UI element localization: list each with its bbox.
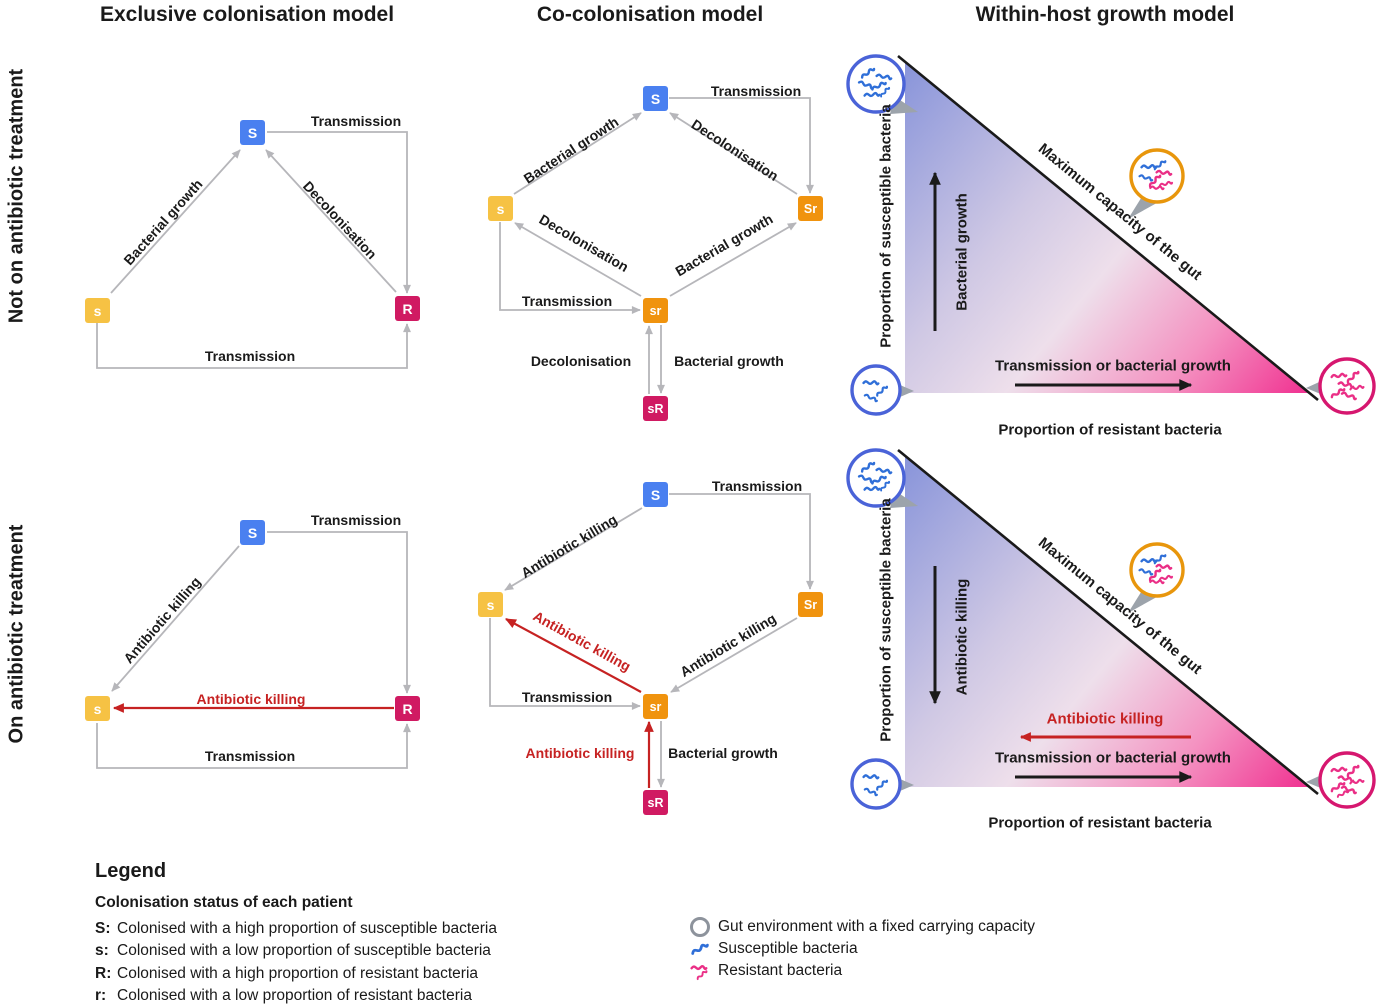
node-S-cocol-untreated: S — [643, 86, 668, 111]
gut-circle-susceptible-low-icon — [850, 758, 902, 810]
legend-item-s: s: Colonised with a low proportion of sus… — [95, 940, 497, 962]
edge-label-transmission: Transmission — [710, 83, 802, 99]
x-axis-label: Proportion of resistant bacteria — [988, 814, 1212, 832]
legend-item-S: S: Colonised with a high proportion of su… — [95, 918, 497, 940]
legend-text-r: Colonised with a low proportion of resis… — [117, 987, 472, 1005]
panel-cocolonisation-treated-arrows — [489, 493, 814, 788]
arrow-transmission-bottom — [96, 723, 411, 769]
node-S-cocol-treated: S — [643, 482, 668, 507]
edge-label-transmission: Transmission — [204, 348, 296, 364]
arrow-transmission-top — [267, 531, 411, 694]
arrow-bacterial-growth-left — [513, 112, 642, 195]
edge-label-transmission: Transmission — [711, 478, 803, 494]
legend-key-r: r: — [95, 987, 107, 1005]
node-sr-cocol-treated: sr — [643, 694, 668, 719]
node-s-cocol-treated: s — [478, 592, 503, 617]
edge-label-bacterial-growth: Bacterial growth — [668, 745, 778, 761]
panel-exclusive-treated-arrows — [96, 531, 411, 769]
arrow-decolonisation — [265, 149, 397, 293]
node-R-exclusive-untreated: R — [395, 296, 420, 321]
gut-circle-susceptible-high-icon — [846, 54, 906, 114]
arrow-antibiotic-killing-left — [504, 507, 643, 591]
susceptible-bacteria-icon — [690, 942, 710, 955]
edge-label-transmission: Transmission — [204, 748, 296, 764]
row-label-treated: On antibiotic treatment — [5, 524, 28, 744]
node-Sr-cocol-treated: Sr — [798, 592, 823, 617]
legend-sym-resistant: Resistant bacteria — [688, 960, 1035, 982]
arrow-transmission-top — [669, 493, 814, 590]
panel-withinhost-untreated — [846, 54, 1376, 416]
column-header-exclusive: Exclusive colonisation model — [99, 3, 395, 26]
y-axis-label: Proportion of susceptible bacteria — [877, 498, 895, 742]
node-R-exclusive-treated: R — [395, 696, 420, 721]
legend-sym-gut: Gut environment with a fixed carrying ca… — [688, 916, 1035, 938]
edge-label-bacterial-growth: Bacterial growth — [674, 353, 784, 369]
legend-symbols: Gut environment with a fixed carrying ca… — [688, 916, 1035, 982]
edge-label-transmission: Transmission — [521, 689, 613, 705]
max-capacity-line — [897, 54, 1319, 402]
node-S-exclusive-untreated: S — [240, 120, 265, 145]
legend-key-R: R: — [95, 964, 112, 982]
gut-environment-icon — [690, 917, 710, 937]
transmission-growth-label: Transmission or bacterial growth — [995, 357, 1231, 375]
legend-subtitle: Colonisation status of each patient — [95, 894, 353, 911]
legend-text-S: Colonised with a high proportion of susc… — [117, 920, 497, 937]
legend-key-s: s: — [95, 942, 109, 960]
panel-cocolonisation-untreated-arrows — [499, 97, 814, 394]
column-header-withinhost: Within-host growth model — [975, 3, 1235, 26]
node-Sr-cocol-untreated: Sr — [798, 196, 823, 221]
node-sR-cocol-untreated: sR — [643, 396, 668, 421]
legend-text-R: Colonised with a high proportion of resi… — [117, 964, 479, 982]
legend-item-r: r: Colonised with a low proportion of res… — [95, 985, 497, 1005]
legend-sym-susceptible-label: Susceptible bacteria — [718, 940, 858, 957]
resistant-bacteria-icon — [690, 961, 709, 981]
edge-label-antibiotic-killing-red: Antibiotic killing — [525, 745, 635, 761]
edge-label-transmission: Transmission — [310, 113, 402, 129]
legend-sym-resistant-label: Resistant bacteria — [718, 962, 843, 979]
node-S-exclusive-treated: S — [240, 520, 265, 545]
arrow-decolonisation-right — [669, 112, 798, 195]
arrow-transmission-top — [267, 131, 411, 294]
legend-key-S: S: — [95, 920, 111, 937]
arrow-bacterial-growth-right — [669, 222, 797, 297]
bacterial-growth-label: Bacterial growth — [953, 193, 971, 311]
edge-label-transmission: Transmission — [310, 512, 402, 528]
antibiotic-killing-red-label: Antibiotic killing — [1046, 710, 1164, 728]
legend-sym-gut-label: Gut environment with a fixed carrying ca… — [718, 918, 1036, 935]
transmission-growth-label: Transmission or bacterial growth — [995, 749, 1231, 767]
panel-withinhost-treated — [846, 448, 1376, 810]
node-sr-cocol-untreated: sr — [643, 298, 668, 323]
node-s-exclusive-untreated: s — [85, 298, 110, 323]
legend-text-s: Colonised with a low proportion of susce… — [117, 942, 491, 960]
arrow-transmission-mid — [489, 618, 641, 710]
legend-item-R: R: Colonised with a high proportion of re… — [95, 963, 497, 985]
legend-sym-susceptible: Susceptible bacteria — [688, 938, 1035, 960]
max-capacity-line — [897, 448, 1319, 796]
arrow-antibiotic-killing-red-diagonal — [505, 618, 642, 693]
node-s-cocol-untreated: s — [488, 196, 513, 221]
panel-exclusive-untreated-arrows — [96, 131, 411, 369]
column-header-cocolonisation: Co-colonisation model — [536, 3, 764, 26]
gut-circle-susceptible-low-icon — [850, 364, 902, 416]
edge-label-transmission: Transmission — [521, 293, 613, 309]
node-sR-cocol-treated: sR — [643, 790, 668, 815]
arrow-antibiotic-killing — [111, 545, 240, 692]
edge-label-decolonisation: Decolonisation — [530, 353, 632, 369]
arrow-transmission-mid — [499, 222, 641, 314]
arrow-bacterial-growth — [110, 149, 241, 294]
y-axis-label: Proportion of susceptible bacteria — [877, 104, 895, 348]
row-label-untreated: Not on antibiotic treatment — [5, 68, 28, 324]
arrow-transmission-top — [669, 97, 814, 194]
edge-label-antibiotic-killing-red: Antibiotic killing — [196, 691, 306, 707]
arrow-decolonisation-left — [514, 222, 642, 297]
x-axis-label: Proportion of resistant bacteria — [998, 421, 1222, 439]
node-s-exclusive-treated: s — [85, 696, 110, 721]
gut-circle-susceptible-high-icon — [846, 448, 906, 508]
legend-title: Legend — [95, 860, 167, 882]
arrow-transmission-bottom — [96, 323, 411, 369]
arrow-antibiotic-killing-right — [670, 617, 798, 693]
legend: Legend Colonisation status of each patie… — [95, 860, 497, 1005]
antibiotic-killing-label: Antibiotic killing — [953, 578, 971, 696]
